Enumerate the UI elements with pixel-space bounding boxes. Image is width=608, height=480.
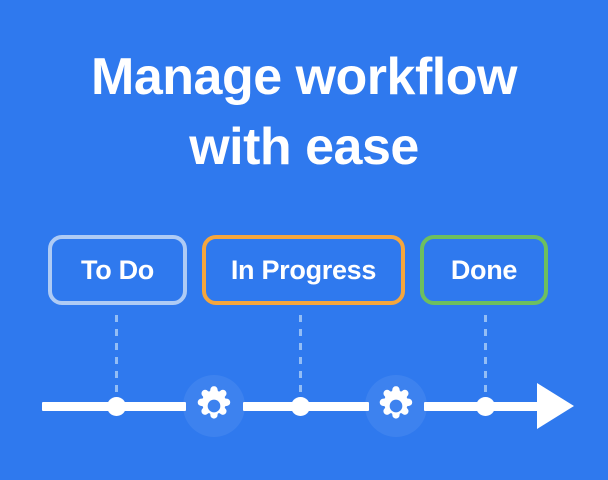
dashed-connector-in-progress xyxy=(299,315,302,393)
timeline-segment xyxy=(424,402,478,411)
gear-icon-backdrop xyxy=(365,375,427,437)
stage-chip-to-do[interactable]: To Do xyxy=(48,235,187,305)
timeline-segment xyxy=(243,402,293,411)
timeline-segment xyxy=(42,402,110,411)
gear-icon xyxy=(373,383,419,429)
timeline-segment xyxy=(492,402,542,411)
timeline-segment xyxy=(124,402,186,411)
dashed-connector-to-do xyxy=(115,315,118,393)
timeline xyxy=(0,330,608,480)
timeline-segment xyxy=(307,402,369,411)
timeline-node-dot xyxy=(291,397,310,416)
timeline-node-dot xyxy=(476,397,495,416)
stage-chip-label: In Progress xyxy=(230,254,377,285)
timeline-node-dot xyxy=(107,397,126,416)
page-title: Manage workflow with ease xyxy=(91,48,517,176)
dashed-connector-done xyxy=(484,315,487,393)
arrow-right-icon xyxy=(537,383,574,429)
gear-icon-backdrop xyxy=(183,375,245,437)
gear-icon xyxy=(191,383,237,429)
stage-chip-done[interactable]: Done xyxy=(420,235,548,305)
stage-chip-label: To Do xyxy=(81,254,154,285)
stage-chip-label: Done xyxy=(450,254,518,285)
stage-chip-in-progress[interactable]: In Progress xyxy=(202,235,405,305)
